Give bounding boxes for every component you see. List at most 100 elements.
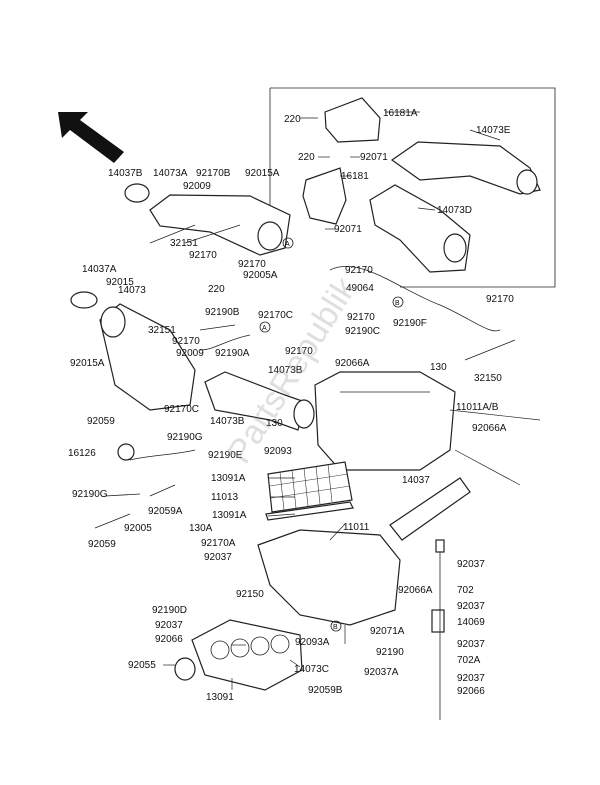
label-92037: 92037	[457, 559, 485, 570]
label-92190g: 92190G	[72, 489, 108, 500]
duct-14073a	[149, 194, 291, 256]
drain-14069	[431, 609, 445, 633]
label-92170: 92170	[189, 250, 217, 261]
label-14073b: 14073B	[268, 365, 303, 376]
screen-14037a	[70, 291, 98, 309]
label-92066: 92066	[457, 686, 485, 697]
label-92071: 92071	[334, 224, 362, 235]
ref-a-mid	[259, 321, 271, 333]
label-14069: 14069	[457, 617, 485, 628]
label-14037: 14037	[402, 475, 430, 486]
ref-b-mid	[392, 296, 404, 308]
label-92170c: 92170C	[164, 404, 199, 415]
label-92190g: 92190G	[167, 432, 203, 443]
label-32151: 32151	[170, 238, 198, 249]
label-92093a: 92093A	[295, 637, 330, 648]
label-92170a: 92170A	[201, 538, 236, 549]
tube-92059a	[149, 484, 176, 497]
label-92170: 92170	[345, 265, 373, 276]
label-92190f: 92190F	[393, 318, 427, 329]
label-14073a: 14073A	[153, 168, 188, 179]
plug-92037	[435, 539, 445, 553]
air-cleaner-lower-case	[257, 529, 401, 626]
label-92066: 92066	[155, 634, 183, 645]
o-ring-92055	[174, 657, 196, 681]
duct-14073e-mouth	[516, 169, 538, 195]
label-92015a: 92015A	[70, 358, 105, 369]
label-92170: 92170	[486, 294, 514, 305]
ref-a-top	[282, 237, 294, 249]
label-92059: 92059	[87, 416, 115, 427]
label-702: 702	[457, 585, 474, 596]
intake-duct-assembly	[191, 619, 303, 691]
label-92059a: 92059A	[148, 506, 183, 517]
duct-14073e	[390, 141, 541, 195]
label-13091: 13091	[206, 692, 234, 703]
label-14073c: 14073C	[294, 664, 329, 675]
label-92190e: 92190E	[208, 450, 243, 461]
label-13091a: 13091A	[211, 473, 246, 484]
label-14073d: 14073D	[437, 205, 472, 216]
label-220: 220	[208, 284, 225, 295]
screen-14037	[389, 477, 471, 541]
label-92170: 92170	[285, 346, 313, 357]
label-14037b: 14037B	[108, 168, 143, 179]
tube-92059	[94, 513, 131, 529]
label-32150: 32150	[474, 373, 502, 384]
leader-lines	[149, 111, 541, 690]
label-92066a: 92066A	[472, 423, 507, 434]
label-14073b: 14073B	[210, 416, 245, 427]
label-92071a: 92071A	[370, 626, 405, 637]
cover-16181a	[324, 97, 381, 143]
label-92190d: 92190D	[152, 605, 187, 616]
label-92037: 92037	[204, 552, 232, 563]
duct-14073a-mouth	[257, 221, 283, 251]
air-cleaner-upper-housing	[314, 371, 456, 471]
label-92037: 92037	[457, 673, 485, 684]
ref-b-low-label: B	[333, 624, 338, 631]
label-92005a: 92005A	[243, 270, 278, 281]
label-220: 220	[298, 152, 315, 163]
label-130: 130	[266, 418, 283, 429]
valve-16126	[117, 443, 135, 461]
label-92015a: 92015A	[245, 168, 280, 179]
label-92150: 92150	[236, 589, 264, 600]
label-14073e: 14073E	[476, 125, 511, 136]
intake-port	[250, 636, 270, 656]
label-92037: 92037	[155, 620, 183, 631]
label-130a: 130A	[189, 523, 213, 534]
hose-92190g	[104, 493, 141, 497]
label-11013: 11013	[211, 492, 239, 503]
screen-14037b	[124, 183, 150, 203]
label-92170c: 92170C	[258, 310, 293, 321]
label-92170: 92170	[238, 259, 266, 270]
label-11011: 11011	[343, 522, 370, 533]
hose-92190a	[199, 334, 251, 351]
hose-92190f	[329, 265, 501, 332]
label-702a: 702A	[457, 655, 481, 666]
cover-16181	[302, 167, 347, 225]
ref-b-low	[330, 620, 342, 632]
intake-port	[270, 634, 290, 654]
label-92071: 92071	[360, 152, 388, 163]
label-92055: 92055	[128, 660, 156, 671]
label-92059b: 92059B	[308, 685, 343, 696]
label-92190: 92190	[376, 647, 404, 658]
label-92066a: 92066A	[398, 585, 433, 596]
label-49064: 49064	[346, 283, 374, 294]
label-14037a: 14037A	[82, 264, 117, 275]
label-92037: 92037	[457, 639, 485, 650]
label-92170b: 92170B	[196, 168, 231, 179]
label-92170: 92170	[347, 312, 375, 323]
inset-frame	[270, 87, 556, 288]
label-220: 220	[284, 114, 301, 125]
label-14073: 14073	[118, 285, 146, 296]
hose-14073b-mouth	[293, 399, 315, 429]
ref-a-top-label: A	[285, 241, 290, 248]
label-92015: 92015	[106, 277, 134, 288]
duct-14073	[99, 303, 196, 411]
label-92066a: 92066A	[335, 358, 370, 369]
label-92190c: 92190C	[345, 326, 380, 337]
duct-14073-mouth	[100, 306, 126, 338]
